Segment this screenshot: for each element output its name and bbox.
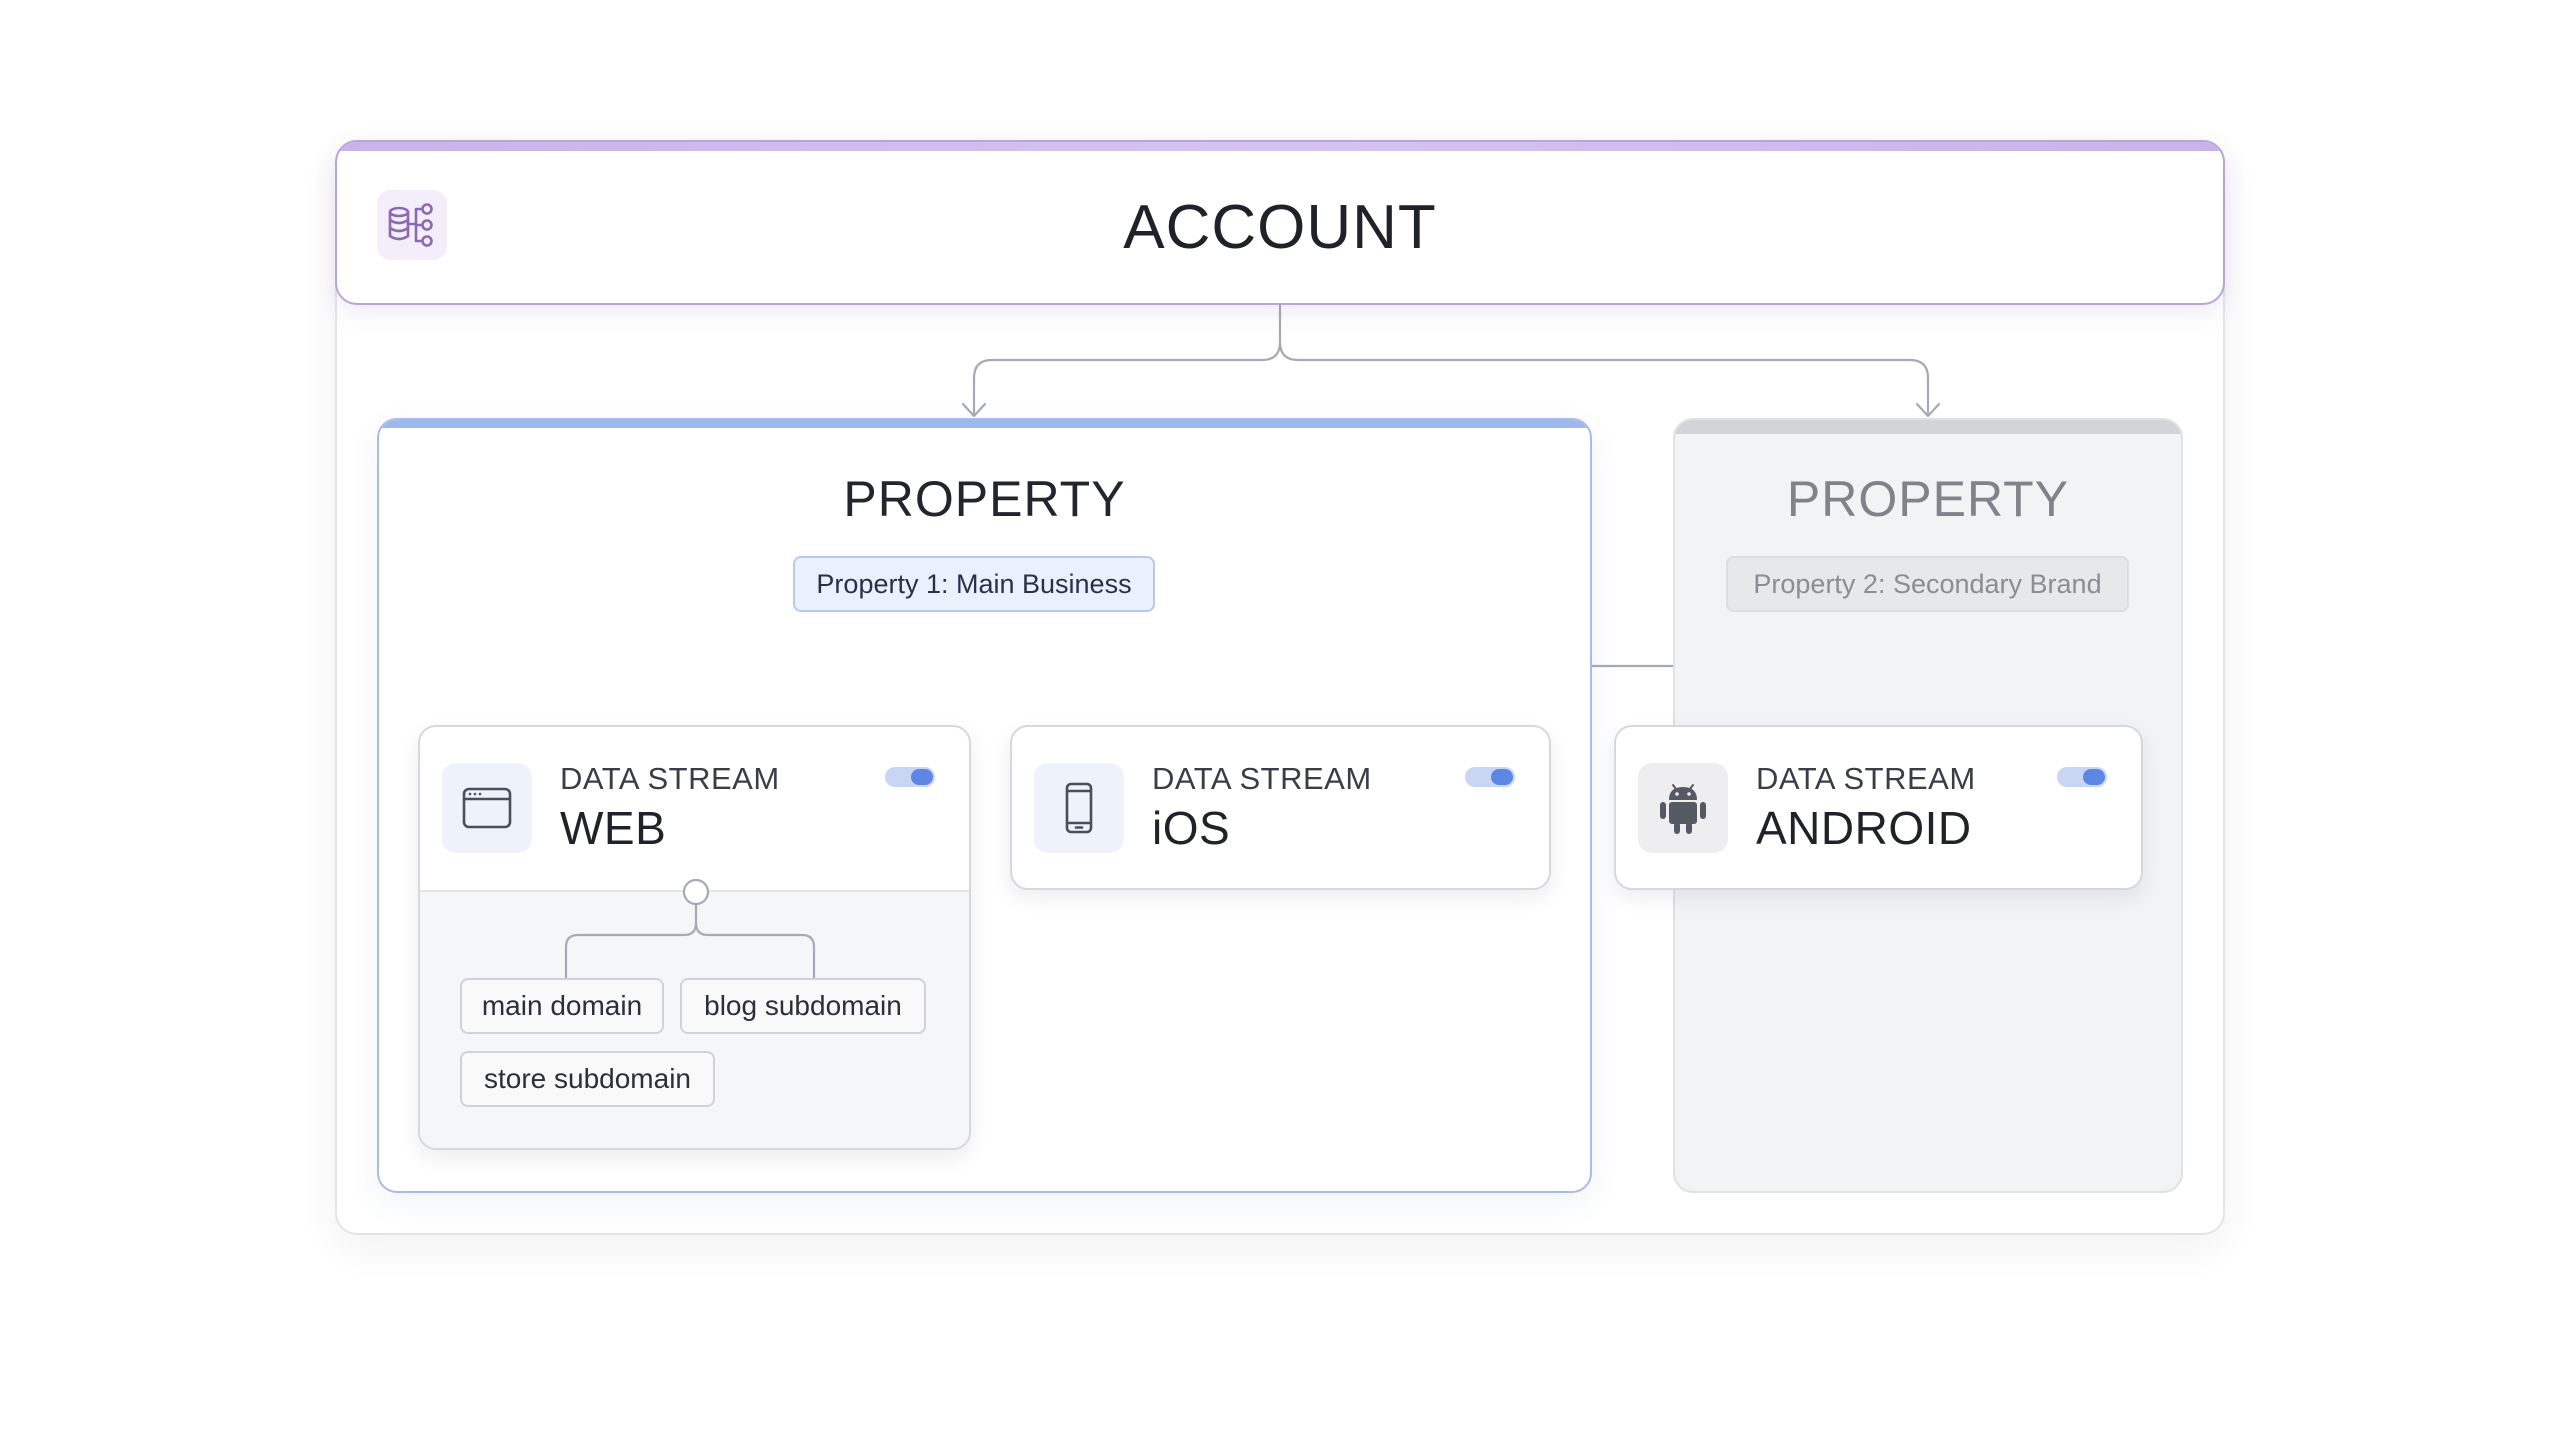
account-accent-bar — [337, 142, 2223, 151]
stream-card-android[interactable]: DATA STREAM ANDROID — [1614, 725, 2143, 890]
android-icon — [1638, 763, 1728, 853]
connector-account-property1 — [972, 303, 1282, 417]
property-2-title: PROPERTY — [1786, 471, 2070, 527]
stream-card-ios[interactable]: DATA STREAM iOS — [1010, 725, 1551, 890]
stream-android-name: ANDROID — [1756, 802, 1972, 854]
connector-account-property2 — [1278, 340, 1930, 417]
domain-chip-main[interactable]: main domain — [460, 978, 664, 1034]
stream-web-label: DATA STREAM — [560, 761, 780, 796]
stream-android-label: DATA STREAM — [1756, 761, 1976, 796]
stream-web-name: WEB — [560, 802, 667, 854]
property-1-accent-bar — [379, 420, 1590, 428]
stream-android-toggle[interactable] — [2057, 767, 2107, 787]
arrowhead-property2 — [1915, 402, 1941, 418]
web-domain-connectors — [564, 878, 816, 980]
mobile-phone-icon — [1034, 763, 1124, 853]
stream-ios-toggle[interactable] — [1465, 767, 1515, 787]
property-1-badge: Property 1: Main Business — [793, 556, 1155, 612]
browser-window-icon — [442, 763, 532, 853]
stream-ios-label: DATA STREAM — [1152, 761, 1372, 796]
stream-web-toggle[interactable] — [885, 767, 935, 787]
domain-chip-blog[interactable]: blog subdomain — [680, 978, 926, 1034]
account-node[interactable]: ACCOUNT — [335, 140, 2225, 305]
property-2-badge: Property 2: Secondary Brand — [1726, 556, 2129, 612]
arrowhead-property1 — [961, 402, 987, 418]
database-hierarchy-icon — [377, 190, 447, 260]
property-2-accent-bar — [1675, 420, 2181, 434]
domain-chip-store[interactable]: store subdomain — [460, 1051, 715, 1107]
account-title: ACCOUNT — [1123, 193, 1437, 262]
property-1-title: PROPERTY — [843, 471, 1126, 527]
stream-ios-name: iOS — [1152, 802, 1231, 854]
